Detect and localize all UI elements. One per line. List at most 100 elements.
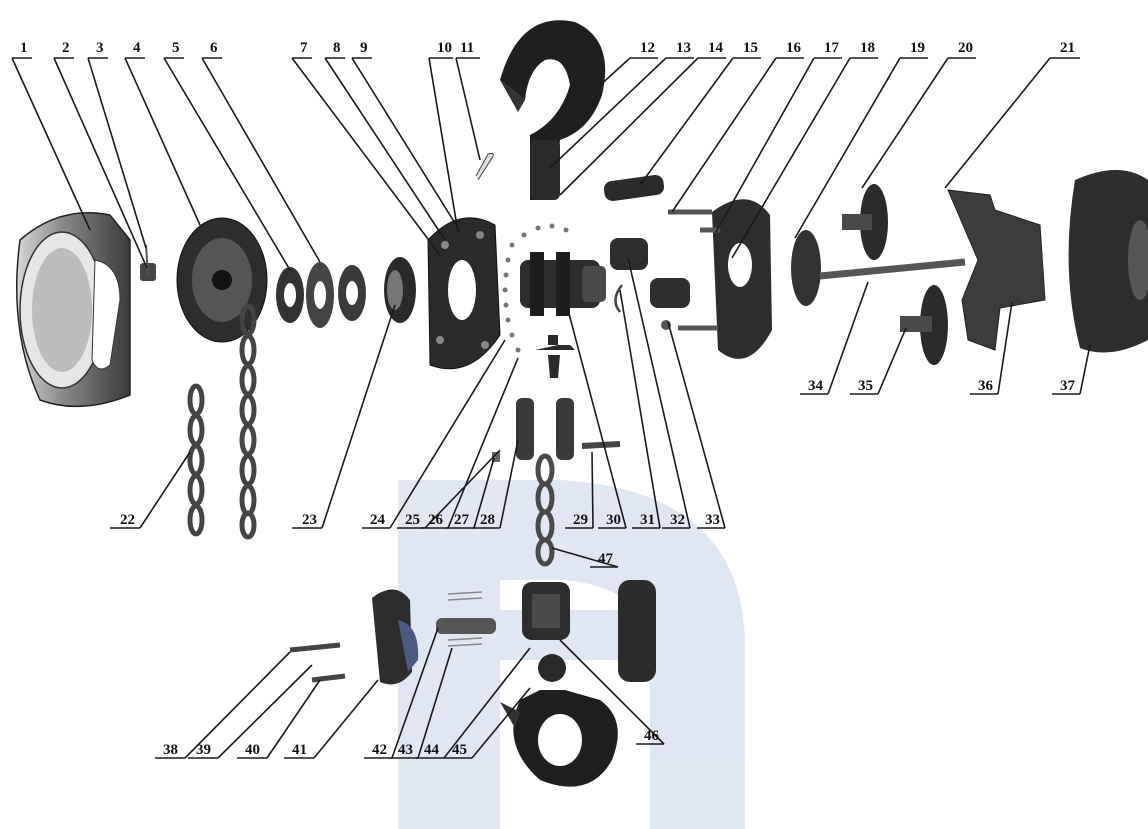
part-label-19: 19 [910,40,925,56]
leader-line-43 [417,647,453,759]
part-label-35: 35 [858,378,873,394]
part-label-8: 8 [333,40,341,56]
part-label-7: 7 [300,40,308,56]
part-label-43: 43 [398,742,413,758]
leader-line-26 [447,357,519,529]
leader-line-29 [591,451,594,529]
leader-line-22 [139,451,191,529]
bolts-38-40 [289,642,346,683]
part-label-17: 17 [824,40,840,56]
gears-part-31-32 [610,238,690,308]
part-label-26: 26 [428,512,444,528]
leader-line-14 [559,57,699,196]
leader-line-36 [997,301,1013,395]
leader-line-15 [639,57,734,186]
bolt-part-29 [581,441,621,449]
part-label-30: 30 [606,512,621,528]
hand-chain [187,303,257,540]
leader-line-24 [389,339,506,529]
part-label-36: 36 [978,378,994,394]
side-plate-left [427,217,501,370]
part-label-33: 33 [705,512,720,528]
gear-part-19 [791,230,821,306]
load-chain [535,453,555,567]
part-label-41: 41 [292,742,307,758]
part-label-25: 25 [405,512,420,528]
part-label-5: 5 [172,40,180,56]
leader-line-18 [731,57,851,259]
part-label-47: 47 [598,551,614,567]
leader-line-46 [559,639,665,745]
part-label-14: 14 [708,40,724,56]
snap-ring-31 [614,284,623,313]
leader-line-27 [473,457,495,529]
leader-line-30 [567,309,627,529]
leader-line-40 [266,679,321,759]
bottom-hook [500,654,618,787]
leader-line-23 [321,304,396,529]
leader-line-41 [313,679,379,759]
leader-line-6 [201,57,321,263]
part-label-32: 32 [670,512,685,528]
leader-line-31 [619,289,661,529]
part-label-22: 22 [120,512,135,528]
part-label-6: 6 [210,40,218,56]
leader-line-38 [184,651,291,759]
load-sheave [520,252,606,316]
axle-part-42 [436,618,496,634]
stripper-part [535,335,575,378]
leader-line-16 [671,57,777,213]
leader-line-44 [443,647,531,759]
leader-line-12 [539,57,631,141]
leader-line-47 [551,547,619,568]
part-label-12: 12 [640,40,655,56]
chain-guide-left [516,398,534,460]
gear-part-20 [842,184,888,260]
roller-part-15 [603,174,665,202]
part-label-39: 39 [196,742,211,758]
part-label-42: 42 [372,742,387,758]
leader-line-5 [163,57,291,271]
top-hook [500,20,606,201]
part-label-24: 24 [370,512,386,528]
leader-line-9 [351,57,459,229]
pin-part-3 [145,244,149,276]
leader-line-28 [499,439,519,529]
gear-part-35 [900,285,948,365]
leader-line-3 [87,57,147,249]
part-label-10: 10 [437,40,452,56]
friction-discs [276,262,366,328]
leader-line-21 [944,57,1051,189]
leader-line-37 [1079,344,1091,395]
split-pin-part-11 [475,153,494,181]
part-label-40: 40 [245,742,260,758]
part-label-21: 21 [1060,40,1075,56]
pin-part-27 [492,452,500,462]
leader-line-39 [217,664,313,759]
leader-line-34 [827,281,869,395]
part-label-18: 18 [860,40,875,56]
part-label-44: 44 [424,742,440,758]
chain-guide-right [556,398,574,460]
part-label-1: 1 [20,40,28,56]
leader-line-45 [471,687,531,759]
leader-line-25 [424,449,501,529]
lower-block-side-plate [372,589,419,685]
leader-line-11 [455,57,481,161]
part-label-2: 2 [62,40,70,56]
gear-cover [1068,170,1148,353]
part-label-34: 34 [808,378,824,394]
part-label-11: 11 [460,40,474,56]
leader-line-42 [391,627,439,759]
leader-line-8 [324,57,446,241]
part-label-3: 3 [96,40,104,56]
part-label-45: 45 [452,742,467,758]
part-label-31: 31 [640,512,655,528]
leader-line-4 [124,57,201,226]
shaft-part-34 [819,258,966,280]
leader-line-2 [53,57,148,269]
bearing-balls [502,223,569,353]
part-label-9: 9 [360,40,368,56]
part-label-28: 28 [480,512,495,528]
